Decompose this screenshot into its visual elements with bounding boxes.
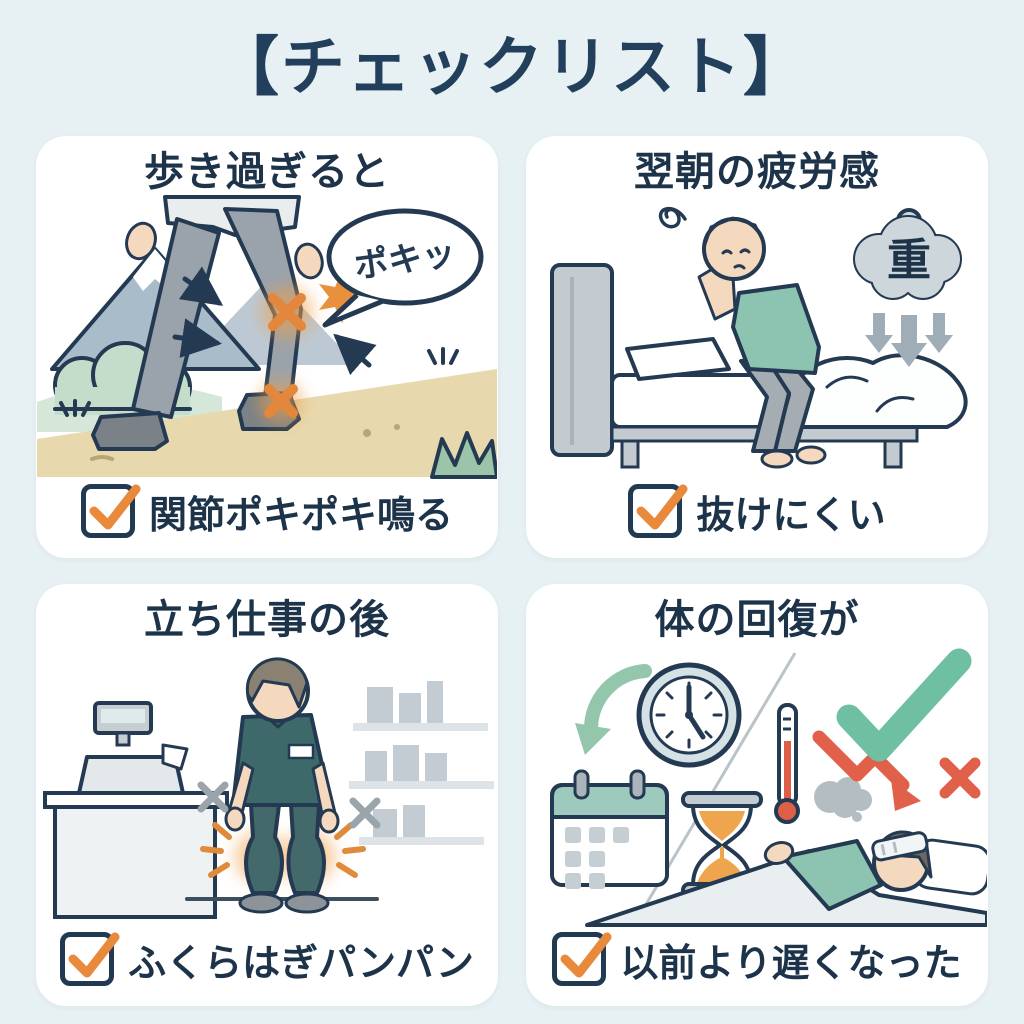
curved-arrow-icon (575, 664, 652, 755)
down-arrows-icon (865, 313, 953, 367)
checkbox-icon (80, 484, 141, 538)
panel-heading: 歩き過ぎると (144, 150, 390, 194)
check-icon (636, 484, 688, 530)
panel-heading: 翌朝の疲労感 (634, 150, 880, 194)
cross-mark-icon (197, 781, 381, 829)
standing-worker (224, 657, 340, 914)
morning-fatigue-illustration: 重 (550, 207, 968, 469)
bush-icon (430, 431, 497, 479)
panel-slow-recovery: 体の回復が (526, 584, 988, 1006)
checkbox-icon (628, 484, 688, 538)
calendar-icon (550, 769, 669, 889)
checklist-label: 関節ポキポキ鳴る (148, 494, 453, 537)
burst-star-icon (319, 271, 365, 323)
shelf-boxes-icon (349, 681, 494, 845)
sleeping-person (585, 830, 987, 927)
weight-cloud-icon: 重 (853, 208, 962, 300)
overwalking-illustration: ポキッ (37, 195, 497, 479)
check-icon (560, 932, 612, 978)
checklist-label: 抜けにくい (696, 494, 886, 537)
cross-mark-icon (264, 293, 306, 418)
pillow-icon (625, 337, 731, 381)
panel-overwalking: 歩き過ぎると (36, 136, 498, 558)
panel-standing-work: 立ち仕事の後 (36, 584, 498, 1006)
speech-bubble: ポキッ (322, 208, 484, 328)
compress-icon (871, 831, 929, 862)
clock-icon (636, 662, 742, 768)
slow-recovery-illustration (550, 648, 987, 927)
cross-mark-icon (939, 757, 981, 799)
panel-heading: 体の回復が (654, 598, 860, 642)
checklist-item: 関節ポキポキ鳴る (80, 480, 453, 542)
downtrend-arrow-icon (812, 730, 921, 811)
check-icon (89, 484, 141, 530)
check-mark-icon (836, 648, 972, 762)
weight-text: 重 (887, 236, 931, 285)
check-icon (68, 932, 120, 978)
pointer-arrows-icon (172, 266, 377, 376)
panel-heading: 立ち仕事の後 (144, 598, 390, 642)
panel-morning-fatigue: 翌朝の疲労感 (526, 136, 988, 558)
checklist-label: ふくらはぎパンパン (128, 942, 474, 985)
checkbox-icon (552, 932, 612, 986)
grass-icon (59, 347, 459, 417)
checklist-label: 以前より遅くなった (620, 942, 962, 985)
thought-cloud-icon (814, 777, 872, 822)
page-title: 【チェックリスト】 (215, 31, 809, 103)
thermometer-icon (774, 703, 800, 824)
pain-spark-lines (200, 822, 366, 878)
dizzy-squiggle-icon (658, 207, 687, 229)
checklist-item: 抜けにくい (628, 480, 886, 542)
checkbox-icon (60, 932, 120, 986)
standing-work-illustration (43, 657, 494, 919)
tired-man (658, 207, 827, 469)
checklist-item: 以前より遅くなった (552, 928, 962, 990)
checklist-item: ふくらはぎパンパン (60, 928, 474, 990)
